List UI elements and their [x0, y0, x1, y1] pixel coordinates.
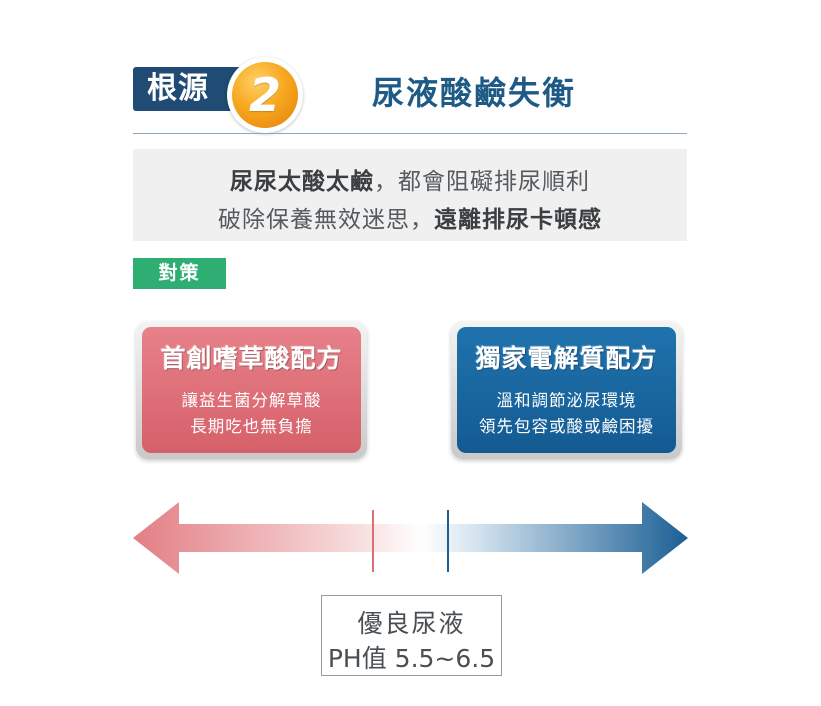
optimal-urine-label: 優良尿液 [357, 609, 466, 638]
oxalate-formula-line-1: 讓益生菌分解草酸 [181, 391, 322, 410]
summary-line-2-text: 破除保養無效迷思， [218, 207, 434, 233]
oxalate-formula-card-body: 首創嗜草酸配方 讓益生菌分解草酸 長期吃也無負擔 [142, 327, 361, 453]
number-2: 2 [232, 62, 298, 128]
electrolyte-formula-line-1: 溫和調節泌尿環境 [496, 391, 637, 410]
double-arrow-shape [133, 502, 688, 574]
electrolyte-formula-card: 獨家電解質配方 溫和調節泌尿環境 領先包容或酸或鹼困擾 [451, 321, 682, 459]
root-cause-badge: 根源 [133, 67, 243, 111]
electrolyte-formula-title: 獨家電解質配方 [475, 344, 658, 373]
optimal-ph-box: 優良尿液 PH值 5.5~6.5 [321, 595, 502, 676]
countermeasure-tag: 對策 [133, 258, 226, 289]
number-circle: 2 [227, 57, 303, 133]
electrolyte-formula-line-2: 領先包容或酸或鹼困擾 [479, 417, 654, 436]
page-title: 尿液酸鹼失衡 [372, 74, 577, 112]
header-divider [133, 133, 687, 134]
oxalate-formula-line-2: 長期吃也無負擔 [190, 417, 313, 436]
summary-line-1: 尿尿太酸太鹼，都會阻礙排尿順利 [133, 162, 687, 196]
summary-line-2-bold: 遠離排尿卡頓感 [434, 207, 602, 233]
ph-scale-arrow [133, 502, 688, 574]
ph-range-label: PH值 5.5~6.5 [327, 644, 496, 673]
oxalate-formula-card: 首創嗜草酸配方 讓益生菌分解草酸 長期吃也無負擔 [136, 321, 367, 459]
oxalate-formula-title: 首創嗜草酸配方 [160, 344, 343, 373]
summary-box: 尿尿太酸太鹼，都會阻礙排尿順利 破除保養無效迷思，遠離排尿卡頓感 [133, 149, 687, 241]
summary-line-1-bold: 尿尿太酸太鹼 [230, 169, 374, 195]
summary-line-1-text: ，都會阻礙排尿順利 [374, 169, 590, 195]
summary-line-2: 破除保養無效迷思，遠離排尿卡頓感 [133, 200, 687, 234]
electrolyte-formula-card-body: 獨家電解質配方 溫和調節泌尿環境 領先包容或酸或鹼困擾 [457, 327, 676, 453]
